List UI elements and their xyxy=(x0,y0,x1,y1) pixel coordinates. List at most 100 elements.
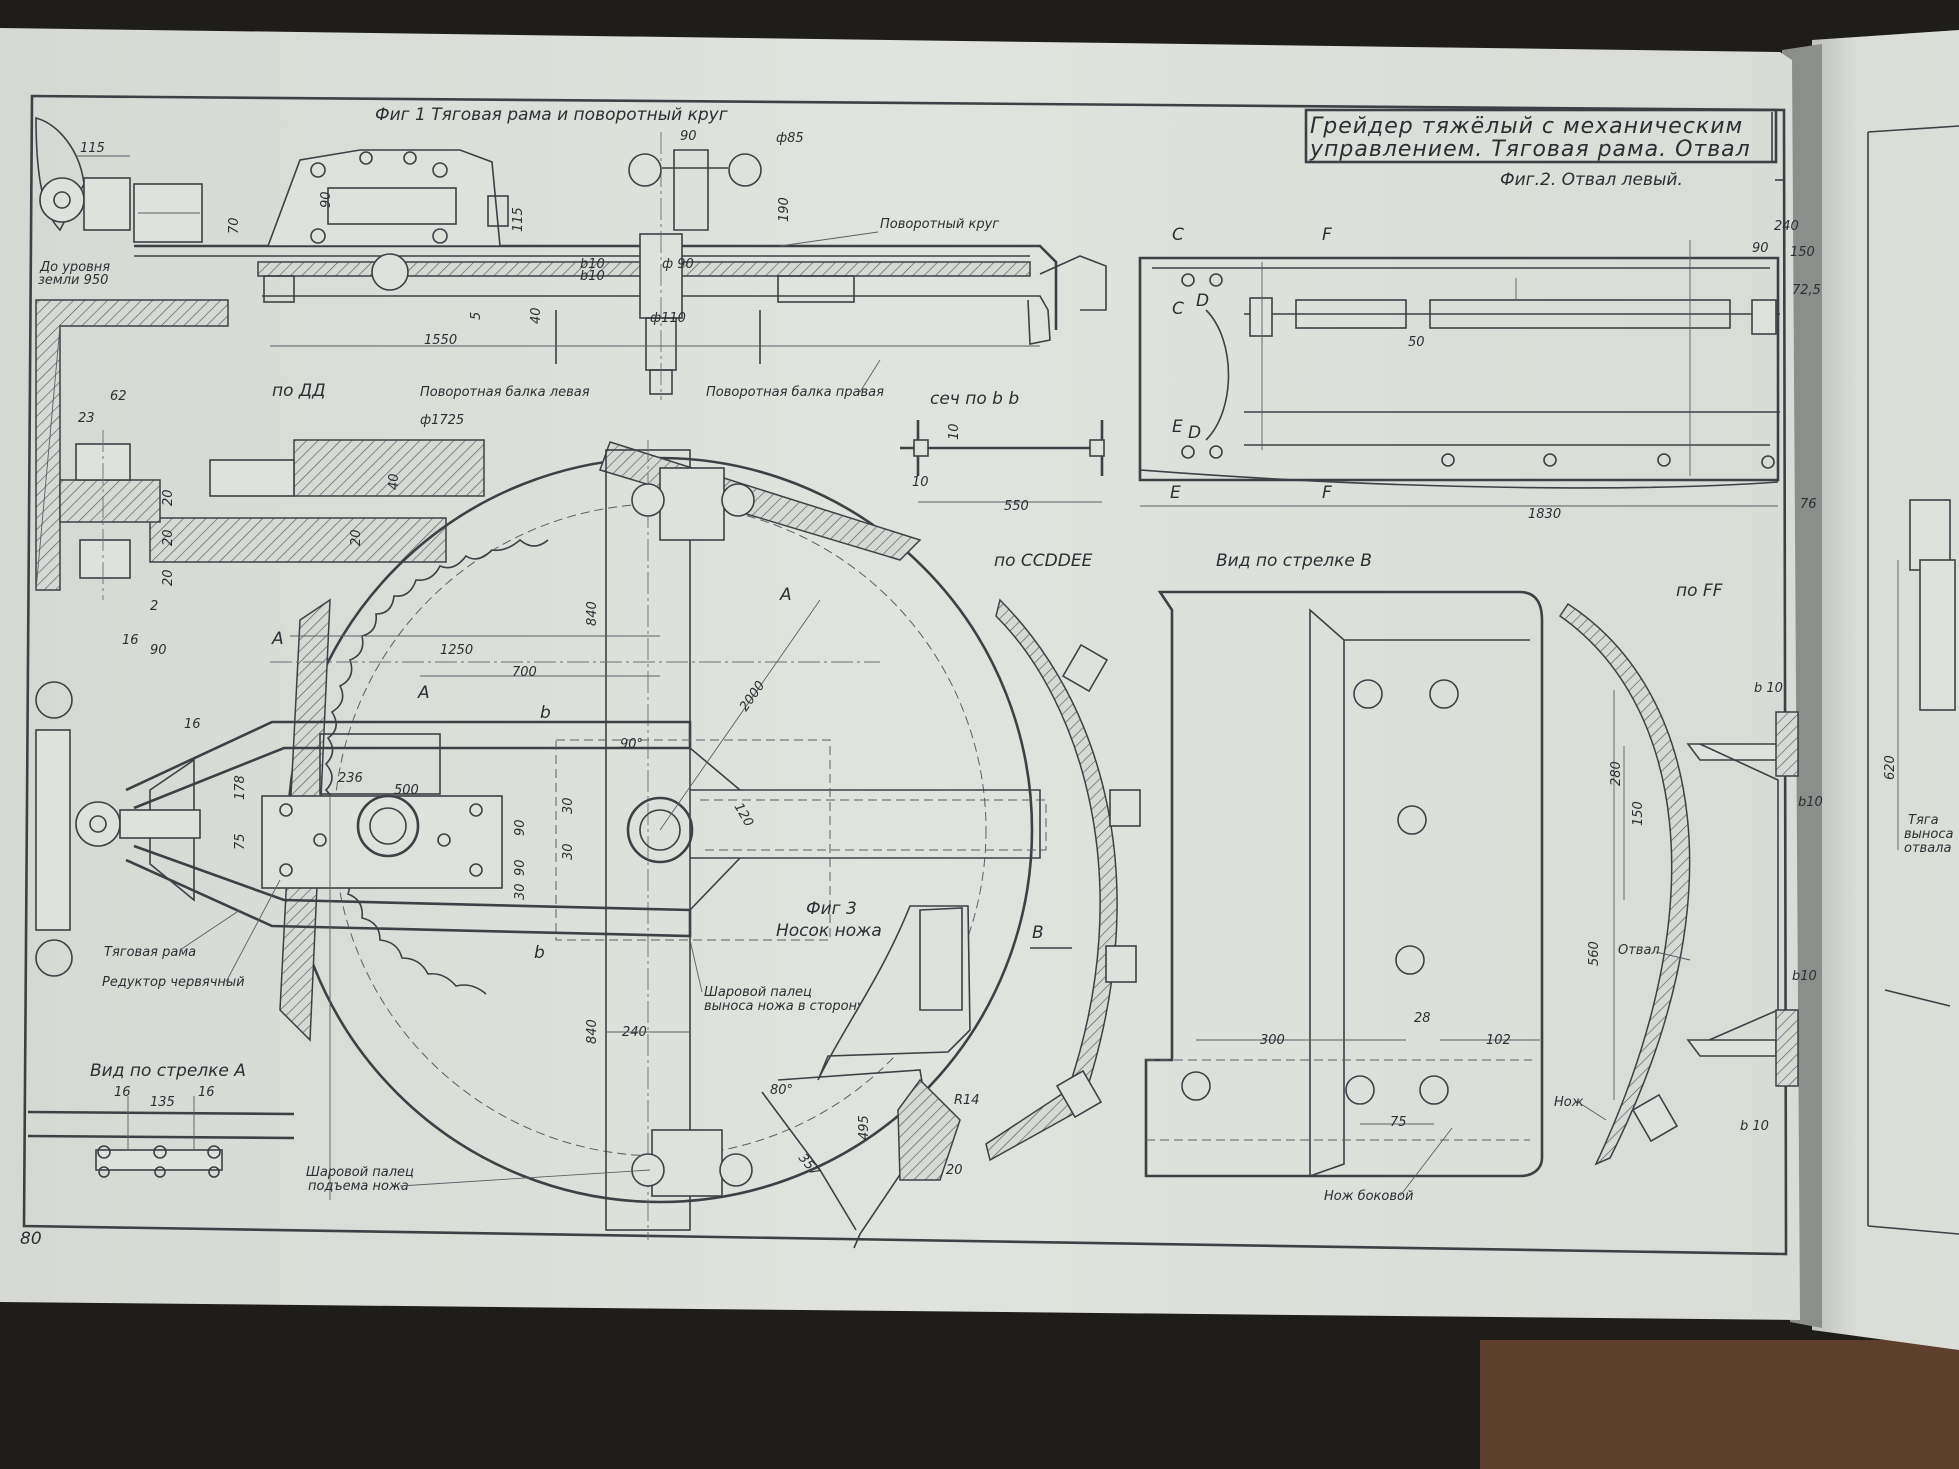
dim-102: 102 xyxy=(1486,1033,1511,1048)
dim-10d: 10 xyxy=(912,475,929,490)
dim-16a: 16 xyxy=(122,633,139,648)
dim-62: 62 xyxy=(110,389,127,404)
marker-C2: C xyxy=(1172,299,1184,319)
right-page xyxy=(1812,30,1959,1350)
label-beam-right: Поворотная балка правая xyxy=(706,385,884,400)
dim-135: 135 xyxy=(150,1095,175,1110)
dim-5: 5 xyxy=(469,312,484,320)
dim-700: 700 xyxy=(512,665,537,680)
dim-90v1: 90 xyxy=(513,819,528,836)
dim-90-top: 90 xyxy=(680,129,697,144)
moldboard-bolts xyxy=(1181,273,1775,469)
dim-1250: 1250 xyxy=(440,643,473,658)
dim-236: 236 xyxy=(338,771,363,786)
marker-A3: А xyxy=(779,585,792,605)
dim-phi90: ф 90 xyxy=(662,257,694,272)
drawing-border xyxy=(22,94,1788,1256)
label-pin-side-2: выноса ножа в сторону xyxy=(704,999,865,1014)
label-side-rod-3: отвала xyxy=(1904,841,1951,856)
label-side-rod-2: выноса xyxy=(1904,827,1954,842)
section-ff-label: по FF xyxy=(1676,581,1723,601)
dim-40b: 40 xyxy=(387,473,402,490)
marker-C1: C xyxy=(1172,225,1184,245)
dim-72-5: 72,5 xyxy=(1792,283,1821,298)
dim-20d: 20 xyxy=(349,529,364,546)
dim-70: 70 xyxy=(227,217,242,234)
view-b-label: Вид по стрелке В xyxy=(1216,551,1372,571)
dim-phi1725: ф1725 xyxy=(420,413,464,428)
dim-b10b: b10 xyxy=(580,269,605,284)
label-ground-1: До уровня xyxy=(39,260,110,275)
label-draw-frame: Тяговая рама xyxy=(104,945,196,960)
dim-115b: 115 xyxy=(511,207,526,232)
dim-840b: 840 xyxy=(585,1019,600,1044)
dim-80deg: 80° xyxy=(770,1083,793,1098)
dim-178: 178 xyxy=(233,775,248,800)
section-ccddee: по CCDDEE В xyxy=(985,551,1141,1162)
dim-75b: 75 xyxy=(1390,1115,1407,1130)
label-beam-left: Поворотная балка левая xyxy=(420,385,590,400)
view-a-label: Вид по стрелке А xyxy=(90,1061,246,1081)
dim-280: 280 xyxy=(1609,761,1624,786)
dim-50: 50 xyxy=(1408,335,1425,350)
dim-30c: 30 xyxy=(513,883,528,900)
view-a: Вид по стрелке А 16 135 16 xyxy=(27,1061,295,1178)
marker-B1: В xyxy=(1032,923,1044,943)
title-line-2: управлением. Тяговая рама. Отвал xyxy=(1309,137,1751,162)
dim-30a: 30 xyxy=(561,797,576,814)
dim-16b: 16 xyxy=(184,717,201,732)
label-worm-reducer: Редуктор червячный xyxy=(102,975,245,990)
marker-F1: F xyxy=(1322,225,1332,245)
title-line-1: Грейдер тяжёлый с механическим xyxy=(1310,114,1743,139)
view-b-holes xyxy=(1181,679,1459,1105)
dim-90l: 90 xyxy=(150,643,167,658)
dim-r14: R14 xyxy=(954,1093,980,1108)
section-bb: сеч по b b 550 10 10 xyxy=(900,389,1105,514)
label-pin-lift-2: подъема ножа xyxy=(308,1179,409,1194)
dim-90: 90 xyxy=(319,191,334,208)
dim-b10b: b10 xyxy=(1798,795,1823,810)
label-knife: Нож xyxy=(1554,1095,1584,1110)
marker-D1: D xyxy=(1196,291,1209,311)
dim-40: 40 xyxy=(529,307,544,324)
marker-b-bottom: b xyxy=(534,943,545,963)
dim-150: 150 xyxy=(1790,245,1815,260)
reducer-bolts xyxy=(279,803,483,877)
dim-90r: 90 xyxy=(1752,241,1769,256)
dim-840a: 840 xyxy=(585,601,600,626)
section-dd-label: по ДД xyxy=(272,381,325,401)
label-pin-lift-1: Шаровой палец xyxy=(306,1165,414,1180)
turning-circle-plan: 1250 700 840 2000 840 240 90° 120 16 90 … xyxy=(35,440,1047,1240)
fig1-side-section: 1550 115 70 90 115 40 5 90 ф85 190 ф 90 … xyxy=(35,116,1107,591)
page-number: 80 xyxy=(20,1229,42,1249)
section-bb-label: сеч по b b xyxy=(930,389,1019,409)
fig2-moldboard: 1830 240 90 150 72,5 50 76 C C D D E E F… xyxy=(1138,219,1821,522)
dim-240: 240 xyxy=(1774,219,1799,234)
view-b: Вид по стрелке В 300 28 102 75 Нож боков… xyxy=(1144,551,1544,1204)
dim-20c: 20 xyxy=(161,569,176,586)
label-turning-circle: Поворотный круг xyxy=(880,217,999,232)
marker-F2: F xyxy=(1322,483,1332,503)
dim-2: 2 xyxy=(150,599,158,614)
fig3-caption-2: Носок ножа xyxy=(776,921,882,941)
label-moldboard: Отвал xyxy=(1618,943,1660,958)
dim-150v: 150 xyxy=(1631,801,1646,826)
section-ff: по FF 280 150 560 b 10 b10 b10 b 10 Отва… xyxy=(1554,581,1823,1166)
dim-300: 300 xyxy=(1260,1033,1285,1048)
dim-b10c: b10 xyxy=(1792,969,1817,984)
label-side-knife: Нож боковой xyxy=(1324,1189,1413,1204)
dim-190: 190 xyxy=(777,197,792,222)
dim-1550: 1550 xyxy=(424,333,457,348)
main-page xyxy=(0,28,1800,1320)
dim-75: 75 xyxy=(233,833,248,850)
dim-550: 550 xyxy=(1004,499,1029,514)
dim-23: 23 xyxy=(78,411,95,426)
dim-20a: 20 xyxy=(161,489,176,506)
dim-240b: 240 xyxy=(622,1025,647,1040)
marker-E1: E xyxy=(1172,417,1183,437)
dim-620: 620 xyxy=(1883,755,1898,780)
right-page-drawing: 620 Тяга выноса отвала xyxy=(1867,125,1959,1235)
dim-20e: 20 xyxy=(946,1163,963,1178)
dim-115: 115 xyxy=(80,141,105,156)
